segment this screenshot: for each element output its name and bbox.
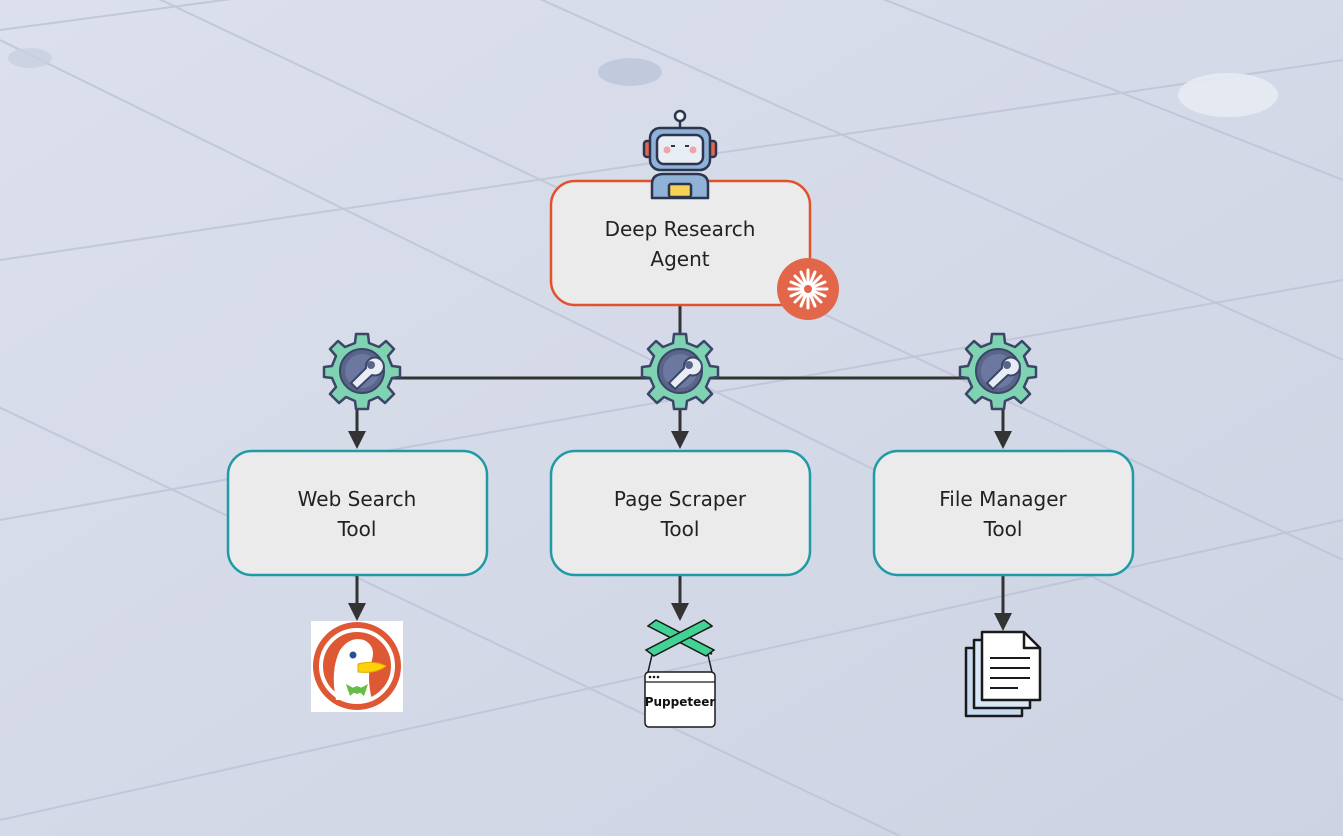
web-search-tool-node[interactable]: Web Search Tool bbox=[226, 449, 489, 577]
sparkle-icon bbox=[777, 258, 839, 320]
agent-label-line2: Agent bbox=[650, 247, 709, 271]
gear-wrench-icon bbox=[958, 332, 1038, 411]
file-manager-label-line2: Tool bbox=[983, 517, 1023, 541]
file-manager-label-line1: File Manager bbox=[939, 487, 1067, 511]
web-search-label-line2: Tool bbox=[337, 517, 377, 541]
page-scraper-label-line1: Page Scraper bbox=[614, 487, 747, 511]
gear-wrench-icon bbox=[640, 332, 720, 411]
background-node bbox=[8, 48, 52, 68]
web-search-label-line1: Web Search bbox=[298, 487, 417, 511]
page-scraper-label-line2: Tool bbox=[660, 517, 700, 541]
file-manager-tool-node[interactable]: File Manager Tool bbox=[872, 449, 1135, 577]
duckduckgo-logo-icon bbox=[311, 621, 403, 712]
background-node bbox=[1178, 73, 1278, 117]
gear-wrench-icon bbox=[322, 332, 402, 411]
agent-node[interactable]: Deep Research Agent bbox=[549, 179, 812, 307]
documents-icon bbox=[964, 630, 1042, 718]
agent-label-line1: Deep Research bbox=[605, 217, 756, 241]
robot-icon bbox=[642, 109, 718, 200]
puppeteer-logo-icon: Puppeteer bbox=[644, 619, 716, 728]
puppeteer-label: Puppeteer bbox=[645, 695, 716, 709]
background-node bbox=[598, 58, 662, 86]
page-scraper-tool-node[interactable]: Page Scraper Tool bbox=[549, 449, 812, 577]
